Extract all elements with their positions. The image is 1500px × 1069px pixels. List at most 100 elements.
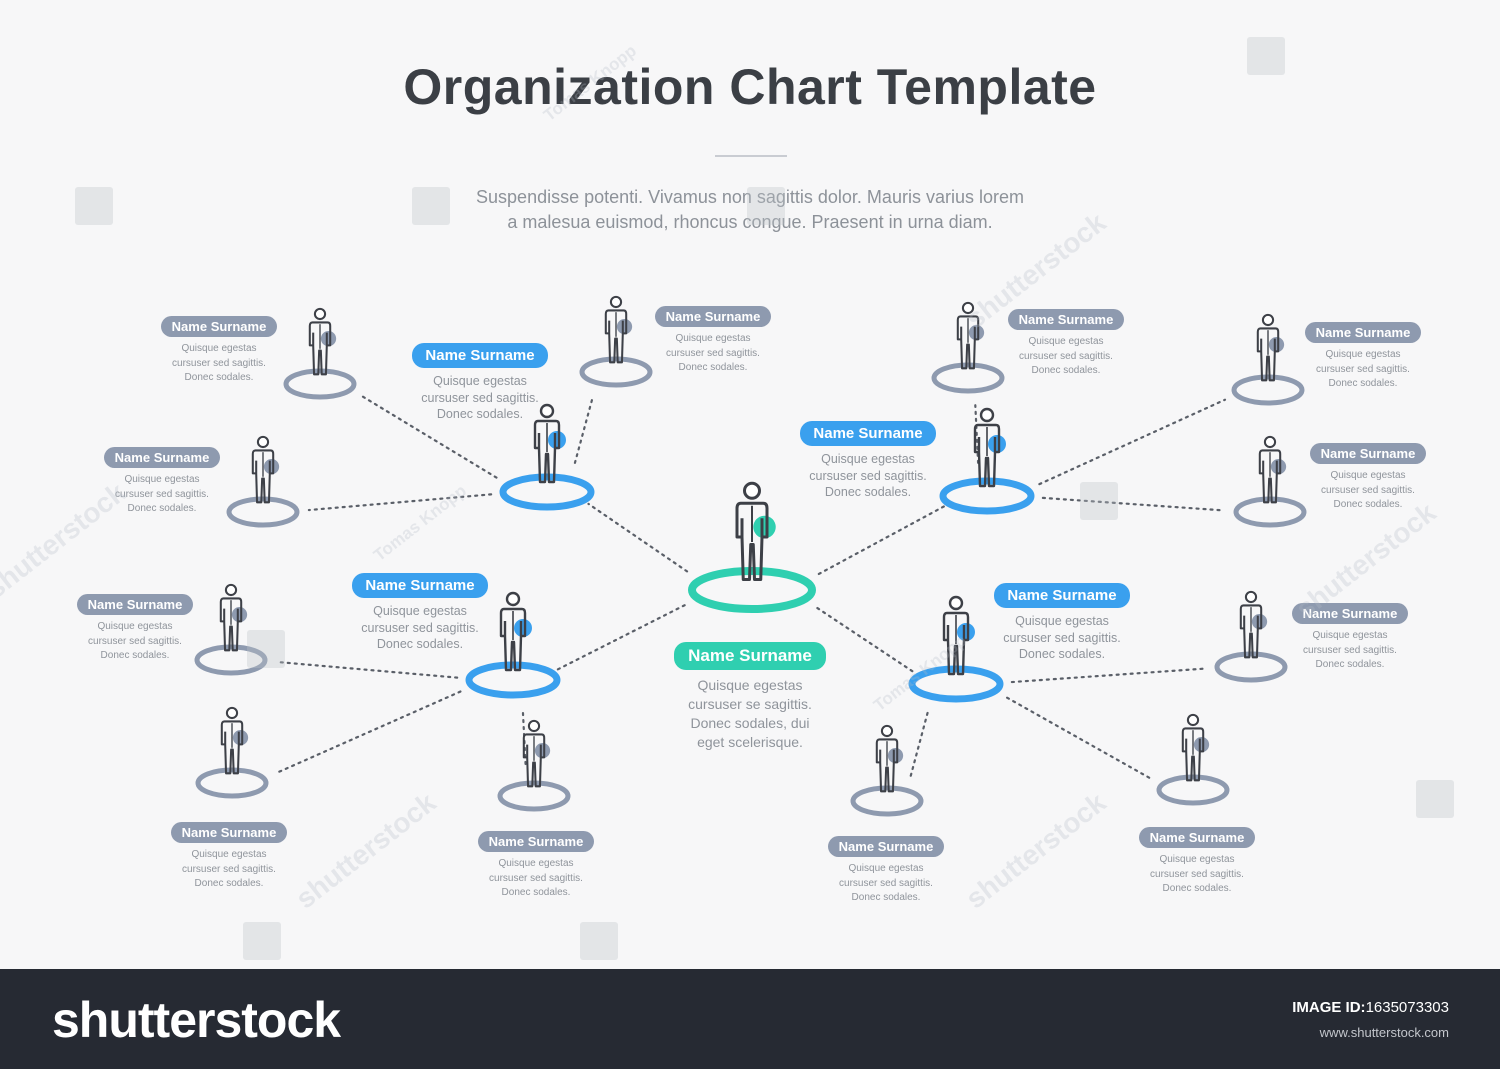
connector-line xyxy=(307,493,493,512)
description-line: Quisque egestas xyxy=(1159,854,1235,865)
person-icon xyxy=(936,404,1038,523)
node-description: Quisque egestas cursuser sed sagittis. Don… xyxy=(793,451,943,501)
person-icon xyxy=(1212,587,1290,690)
person-icon xyxy=(193,703,271,806)
node-description: Quisque egestas cursuser sed sagittis. Don… xyxy=(643,332,783,376)
person-icon xyxy=(224,432,302,535)
watermark-stamp xyxy=(1080,482,1118,520)
description-line: Quisque egestas xyxy=(124,474,200,485)
name-badge: Name Surname xyxy=(103,447,221,468)
description-line: Quisque egestas xyxy=(191,849,267,860)
person-icon xyxy=(192,580,270,683)
connector-line xyxy=(817,505,946,576)
name-badge: Name Surname xyxy=(1309,443,1427,464)
person-icon xyxy=(495,716,573,819)
description-line: Donec sodales. xyxy=(376,637,464,651)
connector-line xyxy=(587,502,689,573)
name-badge: Name Surname xyxy=(412,343,548,368)
description-line: cursuser sed sagittis. xyxy=(115,488,209,500)
image-id-key: IMAGE ID: xyxy=(1292,999,1366,1016)
name-badge: Name Surname xyxy=(674,642,826,670)
description-line: Donec sodales. xyxy=(127,503,197,514)
description-line: Quisque egestas xyxy=(697,677,803,693)
description-line: cursuser sed sagittis. xyxy=(489,872,583,884)
description-line: Donec sodales. xyxy=(1031,365,1101,376)
description-line: Quisque egestas xyxy=(1312,630,1388,641)
person-icon xyxy=(1231,432,1309,535)
subtitle-line: Suspendisse potenti. Vivamus non sagitti… xyxy=(476,187,1024,207)
connector-line xyxy=(1010,667,1207,684)
node-description: Quisque egestas cursuser sed sagittis. Don… xyxy=(466,857,606,901)
name-badge: Name Surname xyxy=(654,306,772,327)
watermark-stamp xyxy=(747,187,785,225)
description-line: cursuser sed sagittis. xyxy=(421,390,539,405)
description-line: Quisque egestas xyxy=(498,858,574,869)
image-id-value: 1635073303 xyxy=(1365,999,1449,1016)
connector-line xyxy=(974,404,980,464)
connector-line xyxy=(573,394,595,464)
description-line: Quisque egestas xyxy=(1330,470,1406,481)
person-icon xyxy=(684,478,820,622)
person-icon xyxy=(577,292,655,395)
name-badge: Name Surname xyxy=(76,594,194,615)
description-line: Quisque egestas xyxy=(675,333,751,344)
name-badge: Name Surname xyxy=(994,583,1130,608)
description-line: Donec sodales. xyxy=(678,362,748,373)
description-line: Quisque egestas xyxy=(1325,349,1401,360)
person-icon xyxy=(905,592,1007,711)
connector-line xyxy=(360,394,498,479)
connector-layer xyxy=(274,394,1227,780)
person-icon xyxy=(462,588,564,707)
footer-site: www.shutterstock.com xyxy=(1319,1025,1449,1040)
description-line: Donec sodales. xyxy=(851,892,921,903)
description-line: cursuser sed sagittis. xyxy=(172,357,266,369)
description-line: Quisque egestas xyxy=(848,863,924,874)
person-icon xyxy=(848,721,926,824)
description-line: Quisque egestas xyxy=(1028,336,1104,347)
name-badge: Name Surname xyxy=(352,573,488,598)
node-description: Quisque egestas cursuser sed sagittis. Don… xyxy=(92,473,232,517)
watermark-stamp xyxy=(580,922,618,960)
footer-logo: shutterstock xyxy=(52,992,341,1048)
description-line: Quisque egestas xyxy=(181,343,257,354)
description-line: cursuser sed sagittis. xyxy=(809,468,927,483)
description-line: Quisque egestas xyxy=(821,452,915,466)
person-icon xyxy=(496,400,598,519)
description-line: eget scelerisque. xyxy=(697,734,803,750)
watermark-stamp xyxy=(1416,780,1454,818)
connector-line xyxy=(1038,398,1227,486)
description-line: Donec sodales. xyxy=(824,485,912,499)
description-line: Donec sodales. xyxy=(501,887,571,898)
description-line: cursuser sed sagittis. xyxy=(1303,644,1397,656)
page-title: Organization Chart Template xyxy=(403,59,1097,115)
watermark-stamp xyxy=(75,187,113,225)
description-line: Donec sodales, dui xyxy=(690,715,810,731)
name-badge: Name Surname xyxy=(1304,322,1422,343)
person-icon xyxy=(281,304,359,407)
name-badge: Name Surname xyxy=(800,421,936,446)
description-line: Donec sodales. xyxy=(100,650,170,661)
description-line: cursuser sed sagittis. xyxy=(666,347,760,359)
